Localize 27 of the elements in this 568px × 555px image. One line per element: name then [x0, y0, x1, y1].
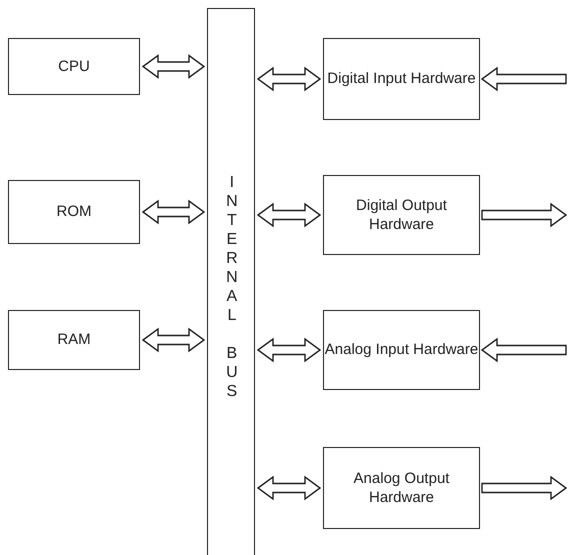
- block-box: [8, 310, 140, 370]
- block-box: [8, 38, 140, 95]
- hollow-arrow: [480, 338, 567, 362]
- hollow-arrow: [256, 476, 322, 500]
- block-label: Analog Input Hardware: [324, 340, 478, 360]
- block-label: Analog Output Hardware: [352, 468, 450, 508]
- hollow-arrow: [481, 202, 568, 228]
- hollow-arrow: [256, 338, 322, 362]
- block-label: RAM: [57, 330, 91, 350]
- block-label: CPU: [58, 56, 90, 76]
- block-label: Digital Output Hardware: [355, 196, 448, 234]
- hollow-arrow: [256, 66, 322, 92]
- hollow-arrow: [142, 54, 206, 79]
- block-label: ROM: [56, 202, 92, 222]
- hollow-arrow: [142, 328, 206, 352]
- hollow-arrow: [480, 66, 567, 92]
- hollow-arrow: [481, 476, 568, 500]
- block-box: [323, 310, 480, 390]
- block-box: [323, 447, 480, 529]
- block-label: Digital Input Hardware: [327, 69, 476, 89]
- bus-label: INTERNAL BUS: [222, 174, 242, 402]
- hollow-arrow: [142, 200, 206, 224]
- bus-bar: [207, 8, 255, 555]
- block-box: [323, 38, 480, 120]
- hollow-arrow: [256, 202, 322, 228]
- block-box: [323, 175, 480, 255]
- block-box: [8, 180, 140, 244]
